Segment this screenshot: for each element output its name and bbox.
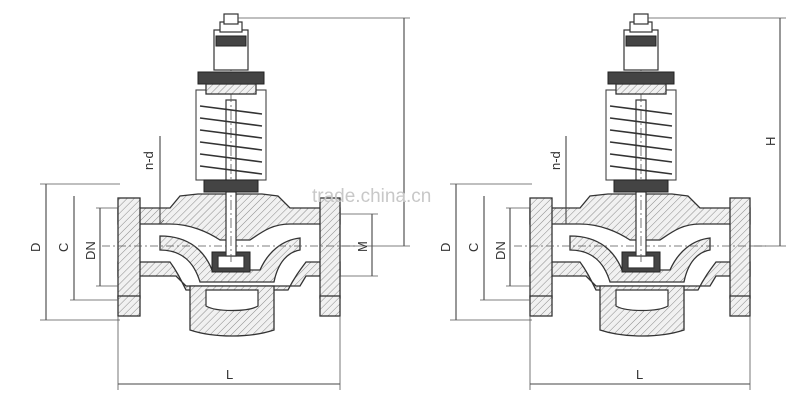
label-D: D [28,243,43,252]
label-nd: n-d [548,151,563,170]
valve-view-left: n-d D C DN M L [28,13,410,390]
label-L: L [226,367,233,382]
label-C: C [56,243,71,252]
dimension-labels-left: n-d D C DN M L [28,151,370,382]
label-DN: DN [83,241,98,260]
label-H: H [763,137,778,146]
valve-actuator [195,13,267,262]
valve-body [102,193,356,337]
valve-body [514,193,766,337]
label-nd: n-d [141,151,156,170]
label-DN: DN [493,241,508,260]
label-L: L [636,367,643,382]
label-M: M [355,241,370,252]
dimension-lines-right [450,17,786,390]
dimension-labels-right: n-d D C DN H L [438,137,778,382]
valve-actuator [605,13,677,262]
watermark-text: trade.china.cn [312,186,431,207]
valve-view-right: n-d D C DN H L [438,13,786,390]
label-D: D [438,243,453,252]
dimension-lines-left [40,17,410,390]
label-C: C [466,243,481,252]
